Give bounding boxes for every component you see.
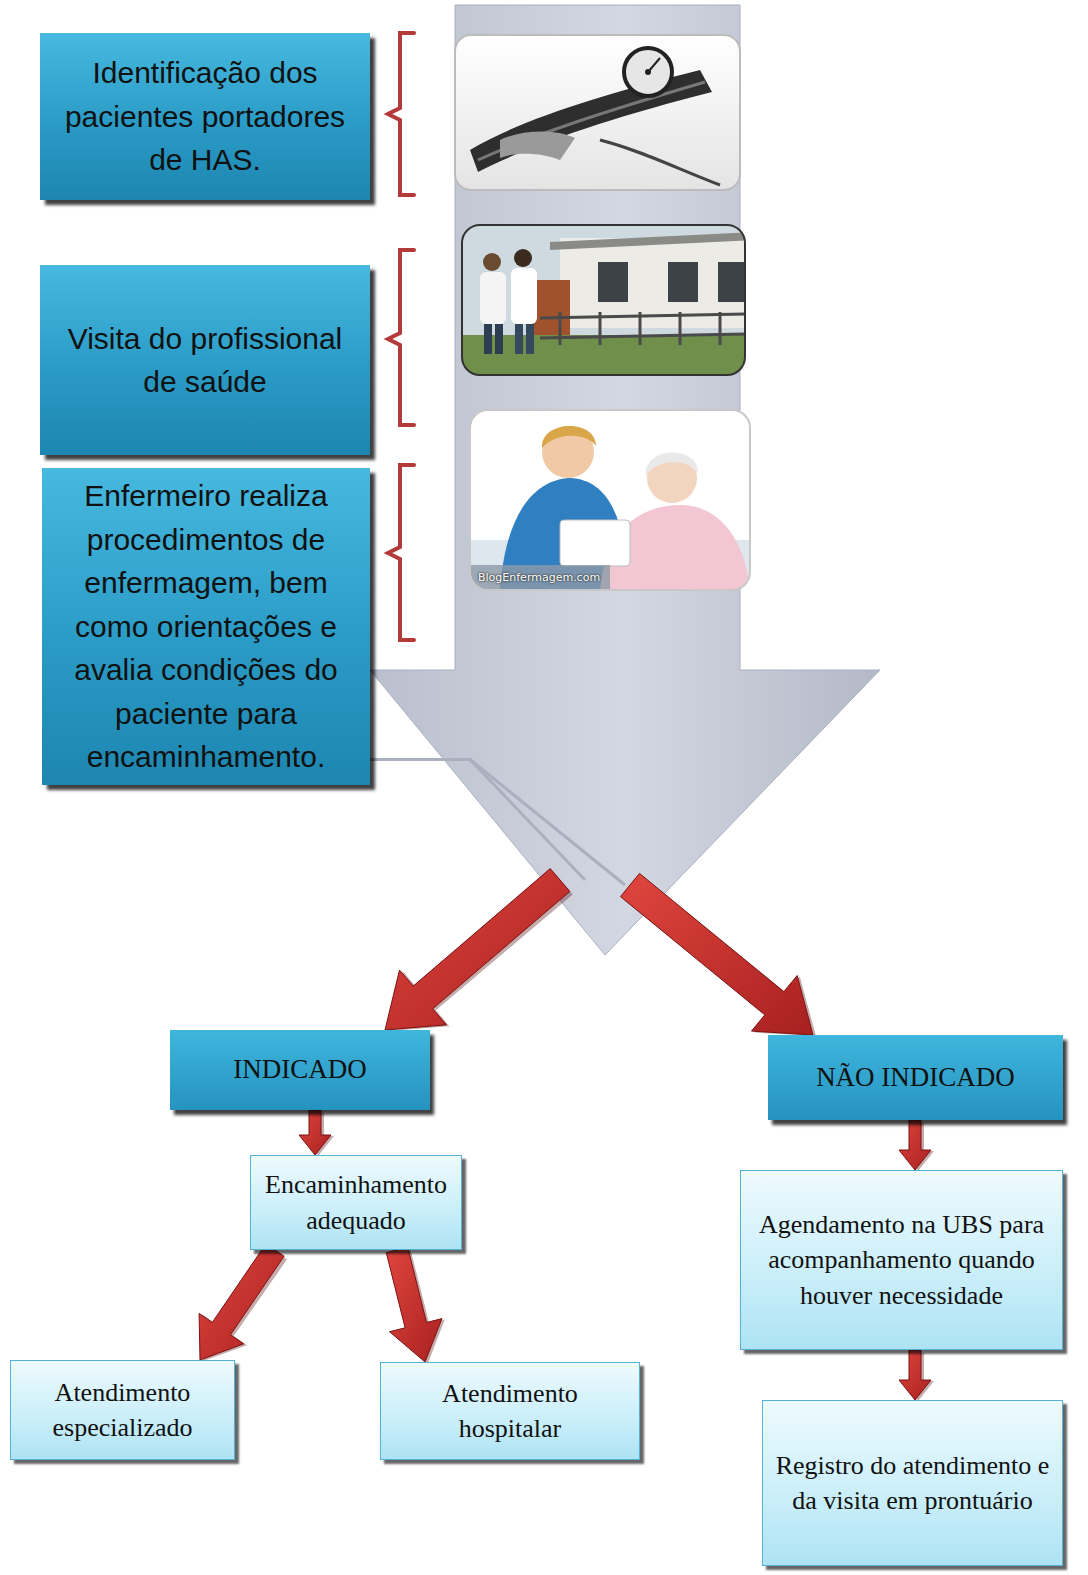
flow-connector bbox=[370, 760, 816, 1037]
process-box: Atendimento hospitalar bbox=[380, 1362, 640, 1460]
box-text: Agendamento na UBS para acompanhamento q… bbox=[749, 1207, 1054, 1312]
box-text: Atendimento especializado bbox=[19, 1375, 226, 1445]
step-box: Visita do profissional de saúde bbox=[40, 265, 370, 455]
photo-home-visit bbox=[462, 225, 745, 375]
step-box: Enfermeiro realiza procedimentos de enfe… bbox=[42, 468, 370, 785]
box-text: Encaminhamento adequado bbox=[259, 1167, 453, 1237]
red-arrow bbox=[299, 1110, 331, 1155]
flow-connector bbox=[386, 1247, 445, 1363]
flow-connector bbox=[899, 1120, 934, 1171]
box-text: Registro do atendimento e da visita em p… bbox=[771, 1448, 1054, 1518]
box-text: Enfermeiro realiza procedimentos de enfe… bbox=[50, 474, 362, 779]
decision-box: INDICADO bbox=[170, 1030, 430, 1110]
box-text: NÃO INDICADO bbox=[816, 1060, 1015, 1095]
red-arrow bbox=[621, 873, 814, 1035]
box-text: INDICADO bbox=[233, 1052, 366, 1087]
red-arrow bbox=[899, 1120, 931, 1170]
step-box: Identificação dos pacientes portadores d… bbox=[40, 33, 370, 200]
flow-connector bbox=[899, 1350, 934, 1401]
box-text: Visita do profissional de saúde bbox=[48, 317, 362, 404]
flow-connector bbox=[199, 1244, 287, 1361]
red-arrow bbox=[385, 869, 570, 1030]
process-box: Agendamento na UBS para acompanhamento q… bbox=[740, 1170, 1063, 1350]
box-text: Atendimento hospitalar bbox=[389, 1376, 631, 1446]
flow-connector bbox=[299, 1110, 334, 1156]
bracket bbox=[388, 33, 414, 640]
flow-connector bbox=[370, 760, 585, 1032]
process-box: Registro do atendimento e da visita em p… bbox=[762, 1400, 1063, 1566]
connector-line bbox=[370, 760, 585, 881]
red-arrow bbox=[899, 1350, 931, 1400]
photo-nurse-patient bbox=[470, 410, 750, 590]
decision-box: NÃO INDICADO bbox=[768, 1035, 1063, 1120]
connector-line bbox=[370, 760, 625, 886]
photo-sphygmomanometer bbox=[455, 35, 740, 190]
process-box: Encaminhamento adequado bbox=[250, 1155, 462, 1250]
watermark: BlogEnfermagem.com bbox=[478, 571, 600, 584]
flow-arrow bbox=[370, 5, 880, 955]
red-arrow bbox=[386, 1247, 442, 1362]
red-arrow bbox=[199, 1244, 284, 1360]
box-text: Identificação dos pacientes portadores d… bbox=[48, 51, 362, 182]
process-box: Atendimento especializado bbox=[10, 1360, 235, 1460]
